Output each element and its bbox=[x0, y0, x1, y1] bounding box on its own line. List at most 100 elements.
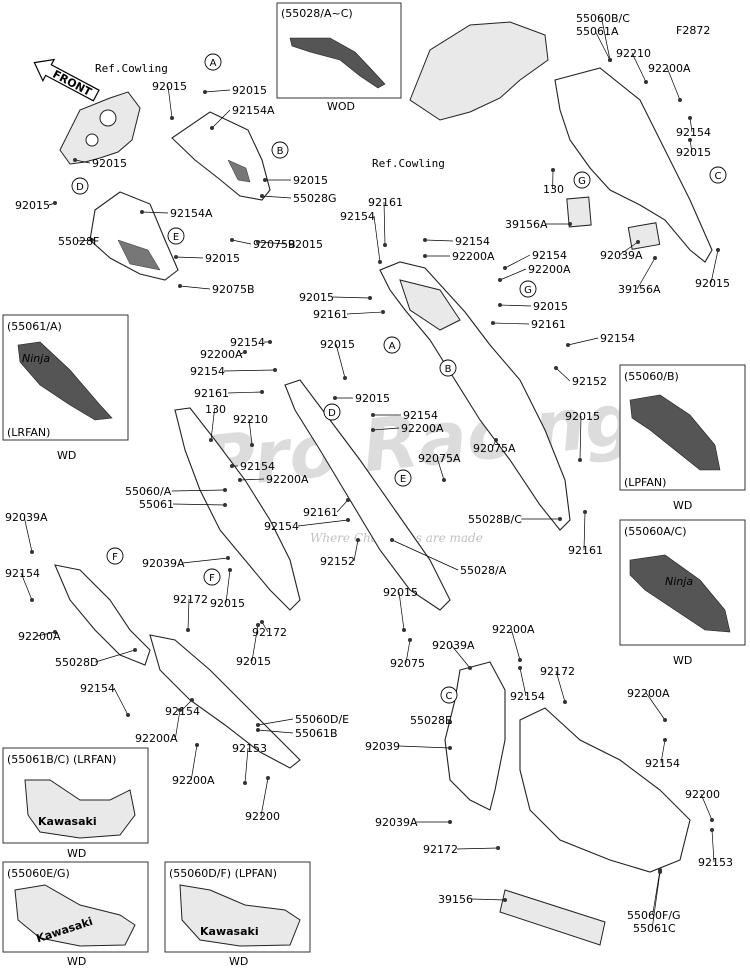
svg-text:92154: 92154 bbox=[165, 705, 200, 718]
ref-cowling-label-1: Ref.Cowling bbox=[95, 62, 168, 75]
part-label-92039a: 92039A bbox=[600, 240, 643, 262]
part-label-92161: 92161 bbox=[194, 387, 264, 400]
svg-text:55061: 55061 bbox=[139, 498, 174, 511]
svg-text:D: D bbox=[76, 182, 84, 193]
svg-text:92039A: 92039A bbox=[5, 511, 48, 524]
inset-55061A-ninja: Ninja bbox=[22, 352, 50, 365]
svg-text:92015: 92015 bbox=[533, 300, 568, 313]
part-label-92200a: 92200A bbox=[423, 250, 495, 263]
part-label-55028g: 55028G bbox=[260, 192, 337, 205]
svg-text:F: F bbox=[209, 573, 215, 584]
inset-55060AC: (55060A/C) Ninja WD bbox=[619, 519, 746, 667]
callout-e-1: E bbox=[167, 227, 185, 245]
callout-c-1: C bbox=[709, 166, 727, 184]
svg-text:92210: 92210 bbox=[616, 47, 651, 60]
svg-text:92015: 92015 bbox=[355, 392, 390, 405]
svg-text:55028B/C: 55028B/C bbox=[468, 513, 522, 526]
svg-text:55060D/E: 55060D/E bbox=[295, 713, 349, 726]
svg-text:92075A: 92075A bbox=[473, 442, 516, 455]
callout-a-2: A bbox=[383, 336, 401, 354]
callout-b-1: B bbox=[271, 141, 289, 159]
part-label-92015: 92015 bbox=[15, 199, 57, 212]
part-label-55061a: 55061A bbox=[576, 25, 619, 62]
inset-55028-title: (55028/A~C) bbox=[281, 7, 353, 20]
svg-text:92154: 92154 bbox=[230, 336, 265, 349]
svg-text:92015: 92015 bbox=[695, 277, 730, 290]
svg-text:92015: 92015 bbox=[676, 146, 711, 159]
part-label-92200a: 92200A bbox=[627, 687, 670, 722]
svg-text:92153: 92153 bbox=[232, 742, 267, 755]
part-label-92200a: 92200A bbox=[135, 708, 182, 745]
svg-text:92015: 92015 bbox=[92, 157, 127, 170]
inset-55060B-sub: (LPFAN) bbox=[624, 476, 666, 489]
part-label-92015: 92015 bbox=[210, 568, 245, 610]
svg-text:92015: 92015 bbox=[288, 238, 323, 251]
svg-text:92075B: 92075B bbox=[253, 238, 296, 251]
svg-text:39156: 39156 bbox=[438, 893, 473, 906]
part-label-92154: 92154 bbox=[80, 682, 130, 717]
part-label-92172: 92172 bbox=[423, 843, 500, 856]
inset-55060DF-footer: WD bbox=[229, 955, 248, 968]
callout-e-2: E bbox=[394, 469, 412, 487]
svg-text:55061B: 55061B bbox=[295, 727, 338, 740]
part-label-55061c: 55061C bbox=[633, 870, 676, 935]
part-label-92152: 92152 bbox=[554, 366, 607, 388]
inset-55028-footer: WOD bbox=[327, 100, 355, 113]
upper-cowl-right bbox=[409, 21, 713, 263]
svg-text:92161: 92161 bbox=[194, 387, 229, 400]
part-label-92200: 92200 bbox=[685, 788, 720, 822]
svg-text:92161: 92161 bbox=[303, 506, 338, 519]
part-label-92153: 92153 bbox=[232, 742, 267, 785]
svg-text:92200A: 92200A bbox=[200, 348, 243, 361]
svg-text:B: B bbox=[445, 364, 452, 375]
part-label-92154: 92154 bbox=[230, 460, 275, 473]
part-label-130: 130 bbox=[205, 403, 226, 442]
svg-text:92075A: 92075A bbox=[418, 452, 461, 465]
front-label: FRONT bbox=[51, 68, 95, 99]
svg-text:55060/A: 55060/A bbox=[125, 485, 172, 498]
svg-text:92015: 92015 bbox=[152, 80, 187, 93]
front-arrow: FRONT bbox=[33, 58, 100, 102]
part-label-92039a: 92039A bbox=[432, 639, 475, 670]
svg-text:55028F: 55028F bbox=[58, 235, 99, 248]
callout-g-2: G bbox=[519, 280, 537, 298]
part-label-92154: 92154 bbox=[190, 365, 277, 378]
inset-55061A-sub: (LRFAN) bbox=[7, 426, 50, 439]
svg-text:92015: 92015 bbox=[320, 338, 355, 351]
part-label-92154: 92154 bbox=[340, 210, 382, 264]
svg-text:A: A bbox=[389, 341, 396, 352]
inset-55061A: (55061/A) Ninja (LRFAN) WD bbox=[2, 314, 129, 462]
part-label-92172: 92172 bbox=[540, 665, 575, 704]
part-label-92154: 92154 bbox=[510, 666, 545, 703]
svg-text:92200A: 92200A bbox=[172, 774, 215, 787]
inset-55060B-footer: WD bbox=[673, 499, 692, 512]
svg-text:39156A: 39156A bbox=[505, 218, 548, 231]
callout-f-1: F bbox=[106, 547, 124, 565]
part-label-92154: 92154 bbox=[230, 336, 272, 349]
part-label-92161: 92161 bbox=[491, 318, 566, 331]
inset-55060EG-footer: WD bbox=[67, 955, 86, 968]
inset-55060B: (55060/B) (LPFAN) WD bbox=[619, 364, 746, 512]
svg-text:92154: 92154 bbox=[600, 332, 635, 345]
part-label-92200a: 92200A bbox=[18, 630, 61, 643]
svg-text:92154: 92154 bbox=[240, 460, 275, 473]
svg-text:92039A: 92039A bbox=[375, 816, 418, 829]
svg-text:92075B: 92075B bbox=[212, 283, 255, 296]
part-label-92039a: 92039A bbox=[5, 511, 48, 554]
part-label-92015: 92015 bbox=[320, 338, 355, 380]
part-label-55028f: 55028F bbox=[58, 235, 99, 248]
svg-text:92161: 92161 bbox=[313, 308, 348, 321]
part-label-39156a: 39156A bbox=[618, 256, 661, 296]
part-label-92154: 92154 bbox=[371, 409, 438, 422]
part-label-130: 130 bbox=[543, 168, 564, 196]
callout-a-1: A bbox=[204, 53, 222, 71]
svg-text:92154: 92154 bbox=[532, 249, 567, 262]
svg-text:92015: 92015 bbox=[383, 586, 418, 599]
part-label-92075a: 92075A bbox=[418, 452, 461, 482]
svg-text:92039: 92039 bbox=[365, 740, 400, 753]
part-label-92172: 92172 bbox=[252, 620, 287, 639]
svg-text:92015: 92015 bbox=[293, 174, 328, 187]
svg-text:92200A: 92200A bbox=[135, 732, 178, 745]
